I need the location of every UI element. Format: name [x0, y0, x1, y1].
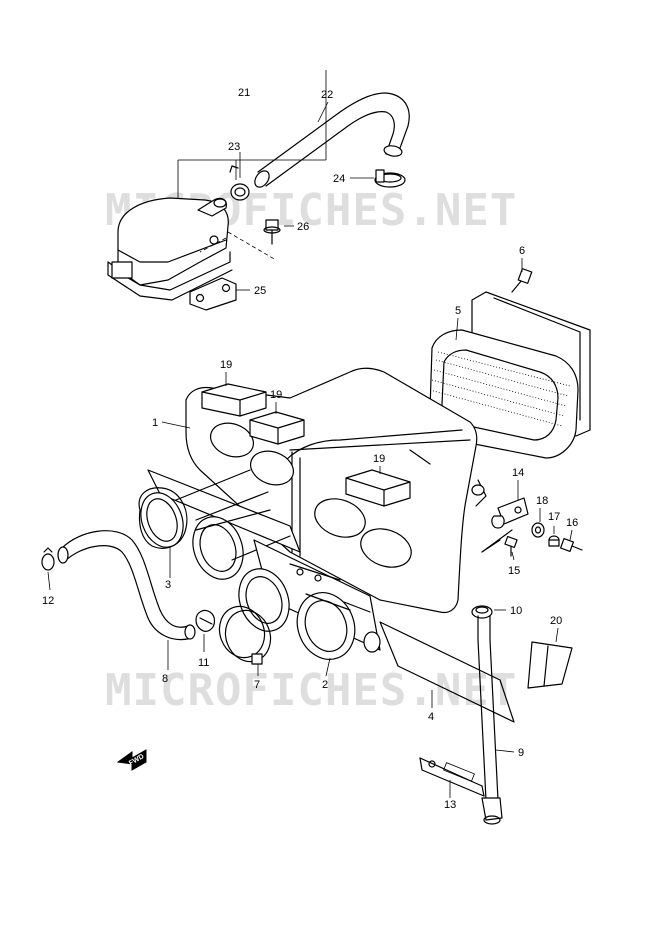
callout-20: 20: [550, 615, 562, 627]
callout-3: 3: [165, 579, 171, 591]
callout-2: 2: [322, 679, 328, 691]
drain-tube-9: [477, 615, 503, 825]
callout-26: 26: [297, 221, 309, 233]
collar-17: [548, 535, 560, 547]
clip-12: [41, 547, 55, 571]
breather-box: [107, 197, 237, 311]
callout-9: 9: [518, 747, 524, 759]
callout-18: 18: [536, 495, 548, 507]
pad-20: [527, 641, 573, 689]
callout-17: 17: [548, 511, 560, 523]
bracket-14: [481, 497, 529, 553]
callout-14: 14: [512, 467, 524, 479]
pad-19c: [345, 469, 411, 507]
callout-19-b: 19: [270, 389, 282, 401]
clamp-10: [471, 605, 493, 619]
fwd-arrow: FWD: [116, 749, 147, 771]
breather-hose: [254, 92, 410, 188]
callout-10: 10: [510, 605, 522, 617]
callout-16: 16: [566, 517, 578, 529]
strap-13: [419, 757, 485, 797]
callout-8: 8: [162, 673, 168, 685]
callout-6: 6: [519, 245, 525, 257]
drain-hose-8: [57, 530, 196, 641]
intake-boot-2: [238, 539, 381, 660]
hose-clamp-24: [374, 169, 406, 188]
callout-5: 5: [455, 305, 461, 317]
callout-19-a: 19: [220, 359, 232, 371]
callout-19-c: 19: [373, 453, 385, 465]
pad-19a: [201, 383, 267, 417]
callout-24: 24: [333, 173, 345, 185]
callout-12: 12: [42, 595, 54, 607]
clamp-11: [195, 609, 216, 632]
callout-22: 22: [321, 89, 333, 101]
callout-7: 7: [254, 679, 260, 691]
screw-6: [511, 268, 533, 293]
callout-23: 23: [228, 141, 240, 153]
clamp-band-7: [218, 605, 272, 665]
callout-13: 13: [444, 799, 456, 811]
o-ring-23: [229, 165, 250, 201]
callout-11: 11: [198, 657, 209, 669]
bolt-16: [559, 537, 583, 553]
callout-25: 25: [254, 285, 266, 297]
callout-21: 21: [238, 87, 250, 99]
intake-boot-3: [138, 469, 301, 580]
callout-15: 15: [508, 565, 520, 577]
grommet-18: [531, 522, 545, 538]
leader-lines: [47, 101, 573, 798]
callout-4: 4: [428, 711, 434, 723]
callout-labels: 21 22 23 24 26 25 6 5 19 19 19 1 14 18 1…: [42, 87, 578, 811]
bolt-26: [263, 219, 281, 245]
callout-1: 1: [152, 417, 158, 429]
screw-15: [504, 535, 518, 557]
wire-4: [379, 621, 515, 723]
